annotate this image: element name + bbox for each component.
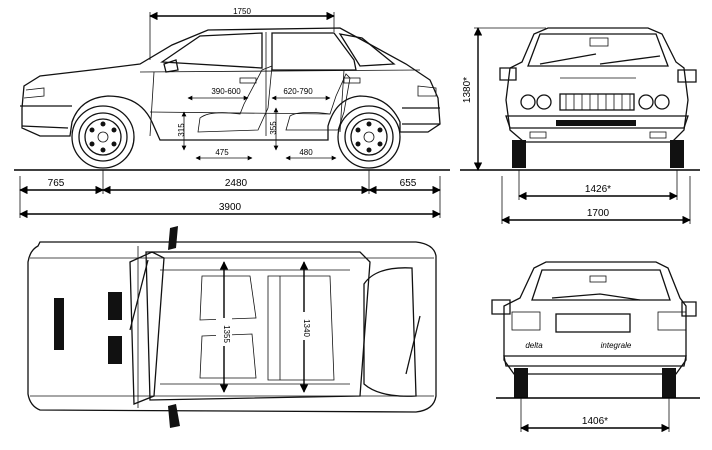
roof-length-label: 1750 bbox=[233, 7, 251, 16]
top-view: 1355 1340 bbox=[27, 226, 437, 428]
overall-width-label: 1700 bbox=[587, 208, 610, 219]
rear-legroom-label: 620-790 bbox=[283, 87, 313, 96]
wheelbase-label: 2480 bbox=[225, 178, 248, 189]
grille bbox=[559, 93, 635, 111]
rear-seat-height-label: 355 bbox=[269, 121, 278, 135]
front-overhang-label: 765 bbox=[48, 178, 65, 189]
rear-trim-badge: integrale bbox=[601, 341, 632, 350]
front-legroom-label: 390-600 bbox=[211, 87, 241, 96]
front-seat-depth-label: 475 bbox=[215, 148, 229, 157]
front-view: 1380* 1426* 1700 bbox=[460, 27, 700, 225]
front-wheel bbox=[71, 105, 135, 169]
rear-seat-depth-label: 480 bbox=[299, 148, 313, 157]
height-label: 1380* bbox=[462, 77, 473, 103]
front-window bbox=[160, 32, 263, 69]
front-seat-height-label: 315 bbox=[177, 123, 186, 137]
rear-glass bbox=[531, 269, 671, 301]
rear-wheel bbox=[337, 105, 401, 169]
side-view: 1750 390-600 620-790 315 355 475 480 765… bbox=[14, 7, 450, 219]
rear-window bbox=[271, 32, 357, 71]
rear-model-badge: delta bbox=[525, 341, 543, 350]
rear-overhang-label: 655 bbox=[400, 178, 417, 189]
front-interior-width-label: 1355 bbox=[222, 325, 231, 343]
rear-view: delta integrale 1406* bbox=[491, 261, 700, 433]
rear-interior-width-label: 1340 bbox=[302, 319, 311, 337]
rear-hatch-glass bbox=[363, 267, 417, 397]
overall-length-label: 3900 bbox=[219, 202, 242, 213]
windshield bbox=[527, 33, 669, 67]
front-track-label: 1426* bbox=[585, 184, 611, 195]
rear-track-label: 1406* bbox=[582, 416, 608, 427]
